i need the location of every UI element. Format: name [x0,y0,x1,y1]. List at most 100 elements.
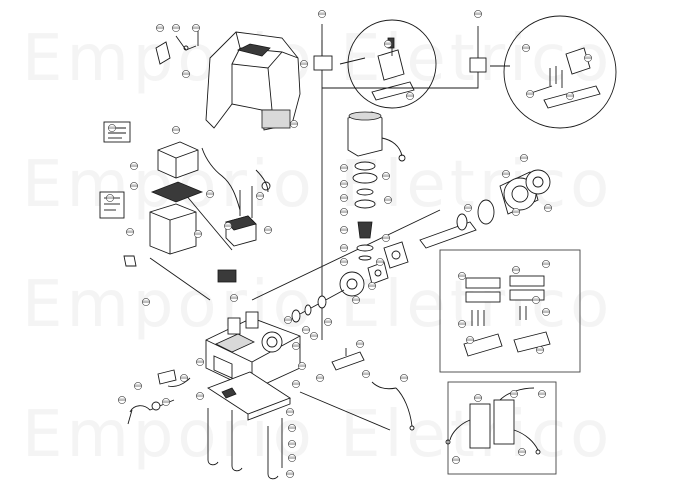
cable-bracket [331,348,415,431]
part-label-text: 0000 [340,210,348,214]
part-label-bubble [384,196,392,204]
part-label-bubble [464,204,472,212]
part-label-text: 0000 [162,400,170,404]
part-label-text: 0000 [192,26,200,30]
part-label-text: 0000 [288,426,296,430]
shaft-gear-group [367,169,551,285]
part-label-bubble [206,190,214,198]
part-label-text: 0000 [292,344,300,348]
part-label-bubble [400,374,408,382]
part-label-bubble [286,470,294,478]
part-label-text: 0000 [142,300,150,304]
part-label-bubble [192,24,200,32]
part-label-text: 0000 [518,450,526,454]
part-label-bubble [286,408,294,416]
part-label-text: 0000 [542,262,550,266]
part-label-bubble [518,448,526,456]
part-label-text: 0000 [406,94,414,98]
part-label-bubble [458,320,466,328]
part-label-text: 0000 [340,182,348,186]
part-label-bubble [452,456,460,464]
part-label-bubble [302,326,310,334]
part-label-text: 0000 [520,156,528,160]
part-label-bubble [376,258,384,266]
part-label-bubble [172,24,180,32]
part-label-bubble [352,296,360,304]
part-label-text: 0000 [126,230,134,234]
part-label-bubble [406,92,414,100]
part-label-text: 0000 [288,456,296,460]
part-label-bubble [256,192,264,200]
part-label-text: 0000 [180,376,188,380]
part-label-text: 0000 [362,372,370,376]
part-label-text: 0000 [130,184,138,188]
part-label-text: 0000 [522,46,530,50]
part-label-text: 0000 [532,298,540,302]
motor-column [347,111,406,261]
part-label-text: 0000 [368,284,376,288]
part-label-bubble [340,244,348,252]
part-label-text: 0000 [382,174,390,178]
part-label-bubble [544,204,552,212]
part-label-text: 0000 [356,342,364,346]
part-label-text: 0000 [464,206,472,210]
part-label-text: 0000 [544,206,552,210]
battery-block [217,186,257,283]
part-label-bubble [526,90,534,98]
part-label-text: 0000 [206,192,214,196]
top-bracket [155,30,199,65]
part-label-bubble [356,340,364,348]
part-label-bubble [126,228,134,236]
part-label-text: 0000 [382,236,390,240]
part-label-text: 0000 [194,232,202,236]
part-label-text: 0000 [298,364,306,368]
part-label-bubble [340,164,348,172]
part-label-text: 0000 [316,376,324,380]
part-label-bubble [340,226,348,234]
part-label-bubble [340,194,348,202]
part-label-text: 0000 [536,348,544,352]
part-label-bubble [292,342,300,350]
part-label-bubble [316,374,324,382]
part-label-text: 0000 [106,196,114,200]
part-label-bubble [108,124,116,132]
part-label-bubble [512,266,520,274]
part-label-text: 0000 [286,410,294,414]
part-label-text: 0000 [458,274,466,278]
part-label-bubble [180,374,188,382]
part-label-bubble [584,54,592,62]
part-label-text: 0000 [502,172,510,176]
part-label-text: 0000 [512,210,520,214]
part-label-text: 0000 [584,56,592,60]
part-label-text: 0000 [400,376,408,380]
part-label-text: 0000 [538,392,546,396]
part-label-text: 0000 [566,94,574,98]
part-label-bubble [368,282,376,290]
part-label-bubble [182,70,190,78]
part-label-bubble [196,392,204,400]
part-label-text: 0000 [288,442,296,446]
part-label-text: 0000 [230,296,238,300]
part-label-text: 0000 [526,92,534,96]
part-label-bubble [522,44,530,52]
part-label-bubble [318,10,326,18]
part-label-text: 0000 [196,360,204,364]
part-label-bubble [382,234,390,242]
part-label-text: 0000 [130,164,138,168]
part-label-bubble [288,454,296,462]
part-label-bubble [224,222,232,230]
part-label-bubble [300,60,308,68]
part-label-text: 0000 [290,122,298,126]
part-label-bubble [384,40,392,48]
part-label-bubble [362,370,370,378]
part-label-text: 0000 [352,298,360,302]
part-label-bubble [340,258,348,266]
part-label-bubble [130,182,138,190]
part-label-bubble [288,440,296,448]
part-label-bubbles: 0000 0000 0000 0000 0000 0000 0000 0000 0000 0000… [106,10,592,478]
part-label-bubble [298,362,306,370]
part-label-bubble [324,318,332,326]
part-label-bubble [156,24,164,32]
base-plate [207,371,291,421]
